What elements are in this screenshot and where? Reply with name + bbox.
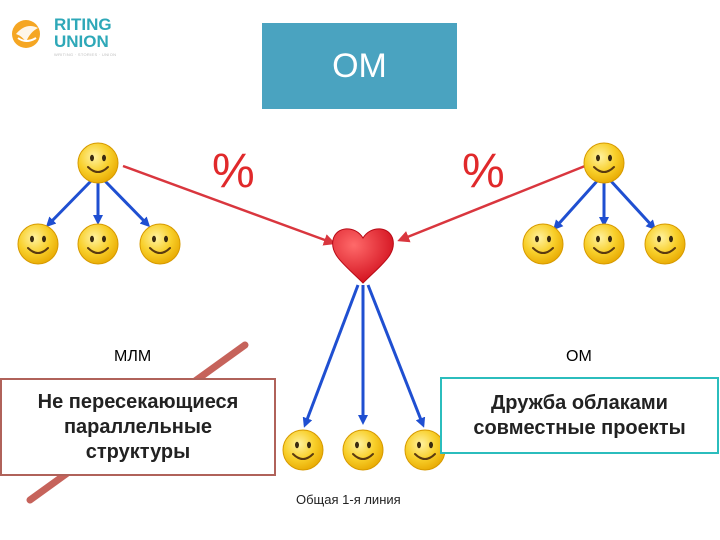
smiley-icon (522, 223, 564, 265)
smiley-icon (583, 223, 625, 265)
blue-arrow-bottom-3 (366, 284, 426, 428)
smiley-icon (404, 429, 446, 471)
logo: RITING UNION WRITING · STORIES · UNION (10, 14, 140, 60)
blue-arrow-bottom-1 (302, 284, 360, 428)
logo-title: RITING UNION (54, 16, 112, 50)
logo-line2: UNION (54, 32, 109, 51)
smiley-icon (342, 429, 384, 471)
percent-left: % (212, 145, 255, 198)
red-arrow-right (397, 164, 586, 243)
mlm-label: МЛМ (114, 348, 152, 365)
blue-arrow-right-1 (552, 178, 600, 231)
om-label: ОМ (566, 348, 592, 365)
logo-icon (12, 20, 40, 48)
smiley-icon (77, 142, 119, 184)
percent-right: % (462, 145, 505, 198)
red-arrow-left (122, 164, 336, 246)
smiley-icon (139, 223, 181, 265)
smiley-icon (77, 223, 119, 265)
smiley-icon (644, 223, 686, 265)
blue-arrow-left-1 (45, 178, 94, 228)
heart-icon (332, 228, 394, 284)
om-box: ОМ (262, 23, 457, 109)
smiley-icon (583, 142, 625, 184)
smiley-icon (282, 429, 324, 471)
non-intersecting-box: Не пересекающиеся параллельные структуры (0, 378, 276, 476)
blue-arrow-right-3 (608, 178, 657, 231)
smiley-icon (17, 223, 59, 265)
shared-first-line-caption: Общая 1-я линия (296, 492, 401, 507)
logo-tagline: WRITING · STORIES · UNION (54, 52, 117, 57)
cloud-friendship-box: Дружба облаками совместные проекты (440, 377, 719, 454)
logo-line1: RITING (54, 15, 112, 34)
blue-arrow-left-3 (102, 178, 151, 228)
